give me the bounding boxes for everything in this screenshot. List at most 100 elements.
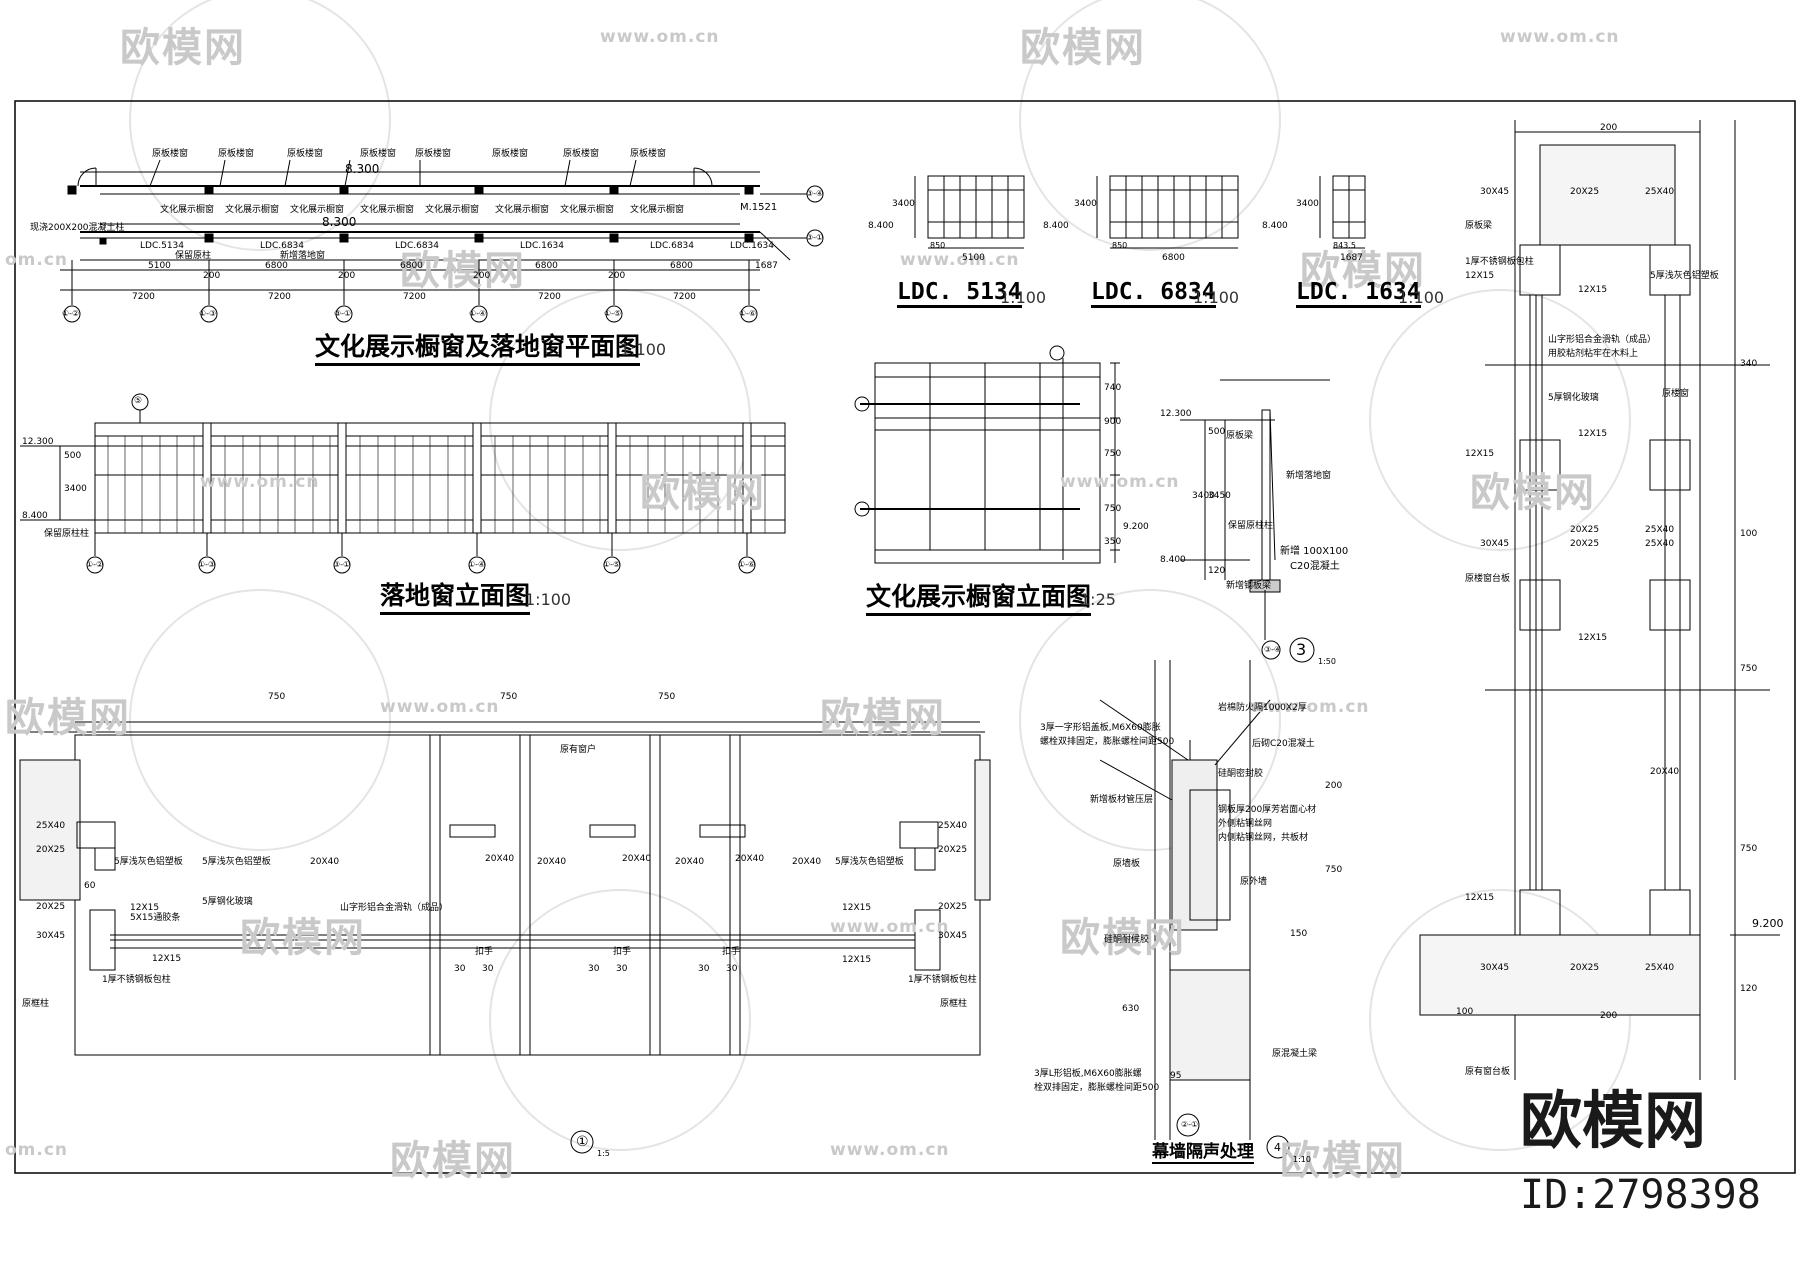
detail2-note: 原板梁 xyxy=(1465,221,1493,231)
elevation-axis: ①-⑤ xyxy=(603,560,621,569)
elevation-axis: ①-② xyxy=(86,560,104,569)
detail4-note: 钢板厚200厚芳岩面心材 xyxy=(1218,805,1317,815)
elevation-axis: ①-⑥ xyxy=(738,560,756,569)
detail1-small-dim: 30 xyxy=(698,964,710,974)
brand-id: ID:2798398 xyxy=(1520,1172,1761,1218)
detail4-note: 3厚L形铝板,M6X60膨胀螺 xyxy=(1034,1069,1142,1079)
detail2-callout: 12X15 xyxy=(1465,449,1495,459)
detail1-callout-left: 25X40 xyxy=(36,821,66,831)
plan-top-label: 原板楼窗 xyxy=(152,149,189,159)
brand-logo: 欧模网 xyxy=(1520,1084,1707,1157)
showcase-title: 文化展示橱窗立面图 xyxy=(866,583,1092,616)
plan-bay-dim: 6800 xyxy=(535,261,558,271)
detail2-callout: 20X25 xyxy=(1570,187,1600,197)
ldc-level: 8.400 xyxy=(1262,221,1288,231)
plan-level: 8.300 xyxy=(322,215,357,229)
showcase-dim: 900 xyxy=(1104,417,1122,427)
detail2-note: 山字形铝合金滑轨（成品） xyxy=(1548,335,1657,345)
ldc-total: 3400 xyxy=(1296,199,1319,209)
detail1-callout-right: 25X40 xyxy=(938,821,968,831)
section3-dim: 3400 xyxy=(1192,491,1215,501)
ldc-sub: 850 xyxy=(930,241,946,250)
detail4-note: 原外墙 xyxy=(1240,877,1268,887)
section3-note: 新增 100X100 xyxy=(1280,546,1349,557)
elevation-level-bottom: 8.400 xyxy=(22,511,48,521)
plan-middle-label: 文化展示橱窗 xyxy=(225,205,280,215)
detail4-dim: 95 xyxy=(1170,1071,1182,1081)
detail2-note: 5厚浅灰色铝塑板 xyxy=(1650,271,1719,281)
detail2-side-dim: 120 xyxy=(1740,984,1758,994)
showcase-dim: 750 xyxy=(1104,449,1122,459)
plan-middle-label: 文化展示橱窗 xyxy=(495,205,550,215)
plan-middle-label: 文化展示橱窗 xyxy=(160,205,215,215)
detail4-drawing xyxy=(1099,660,1290,1159)
section3-note: 新增钢板梁 xyxy=(1226,581,1272,591)
plan-axis-dim: 7200 xyxy=(538,292,561,302)
showcase-scale: 1:25 xyxy=(1080,590,1116,609)
detail1-dim: 20X40 xyxy=(485,854,515,864)
detail2-callout: 30X45 xyxy=(1480,187,1510,197)
elevation-drawing xyxy=(20,393,786,574)
section3-dim: 500 xyxy=(1208,427,1226,437)
section3-dim: 3450 xyxy=(1208,491,1231,501)
detail1-callout-right: 12X15 xyxy=(842,903,872,913)
detail4-dim: 630 xyxy=(1122,1004,1140,1014)
plan-side-tag: ③-① xyxy=(806,233,824,242)
plan-axis-dim: 7200 xyxy=(268,292,291,302)
plan-axis-label: ①-⑥ xyxy=(739,309,757,318)
elevation-marker: ⑤ xyxy=(134,396,143,406)
section3-axis: ③-④ xyxy=(1264,645,1282,654)
plan-axis-label: ①-④ xyxy=(469,309,487,318)
detail2-callout: 30X45 xyxy=(1480,963,1510,973)
detail2-bottom-dim: 200 xyxy=(1600,1011,1618,1021)
detail2-level: 9.200 xyxy=(1752,917,1784,930)
detail1-note: 5厚浅灰色铝塑板 xyxy=(202,857,271,867)
detail1-small-dim: 30 xyxy=(616,964,628,974)
section3-dim: 120 xyxy=(1208,566,1226,576)
detail2-callout: 25X40 xyxy=(1645,539,1675,549)
detail1-note: 原有窗户 xyxy=(560,745,597,755)
detail4-dim: 200 xyxy=(1325,781,1343,791)
detail1-callout-left: 30X45 xyxy=(36,931,66,941)
detail1-callout-left: 12X15 xyxy=(130,903,160,913)
ldc-width: 6800 xyxy=(1162,253,1185,263)
detail1-dim: 20X40 xyxy=(537,857,567,867)
detail1-note: 扣手 xyxy=(475,947,494,957)
detail2-callout: 25X40 xyxy=(1645,187,1675,197)
plan-middle-label: 文化展示橱窗 xyxy=(360,205,415,215)
detail2-callout: 20X25 xyxy=(1570,539,1600,549)
plan-axis-label: ①-⑤ xyxy=(604,309,622,318)
detail4-note: 外侧粘钢丝网 xyxy=(1218,819,1273,829)
detail4-note: 原墙板 xyxy=(1113,859,1141,869)
detail2-drawing xyxy=(1419,120,1780,1080)
detail1-callout-left: 5X15通胶条 xyxy=(130,913,181,923)
detail4-scale: 1:10 xyxy=(1293,1155,1311,1164)
detail1-note: 5厚浅灰色铝塑板 xyxy=(114,857,183,867)
ldc-sub: 850 xyxy=(1112,241,1128,250)
plan-bay-dim: 6800 xyxy=(265,261,288,271)
detail1-top-dim: 750 xyxy=(268,692,286,702)
plan-bay-dim: 200 xyxy=(203,271,221,281)
plan-bay-dim: 1687 xyxy=(755,261,778,271)
detail4-title: 幕墙隔声处理 xyxy=(1152,1137,1254,1164)
plan-level: 8.300 xyxy=(345,162,380,176)
plan-window-tag: LDC.6834 xyxy=(395,241,439,251)
detail1-callout-right: 30X45 xyxy=(938,931,968,941)
ldc-scale: 1:100 xyxy=(1193,288,1240,307)
section3-label: 3 xyxy=(1296,640,1307,659)
plan-top-label: 原板楼窗 xyxy=(287,149,324,159)
detail2-callout: 20X25 xyxy=(1570,525,1600,535)
plan-top-label: 原板楼窗 xyxy=(218,149,255,159)
ldc-scale: 1:100 xyxy=(1000,288,1047,307)
section3-note: 原板梁 xyxy=(1226,431,1254,441)
detail1-note: 扣手 xyxy=(613,947,632,957)
ldc-width: 5100 xyxy=(962,253,985,263)
elevation-title: 落地窗立面图 xyxy=(380,582,531,615)
plan-window-tag: LDC.5134 xyxy=(140,241,184,251)
detail1-drawing xyxy=(15,721,991,1154)
detail1-small-dim: 30 xyxy=(726,964,738,974)
section3-drawing xyxy=(1180,379,1330,663)
plan-window-tag: LDC.1634 xyxy=(520,241,564,251)
detail1-small-dim: 30 xyxy=(482,964,494,974)
ldc-width: 1687 xyxy=(1340,253,1363,263)
